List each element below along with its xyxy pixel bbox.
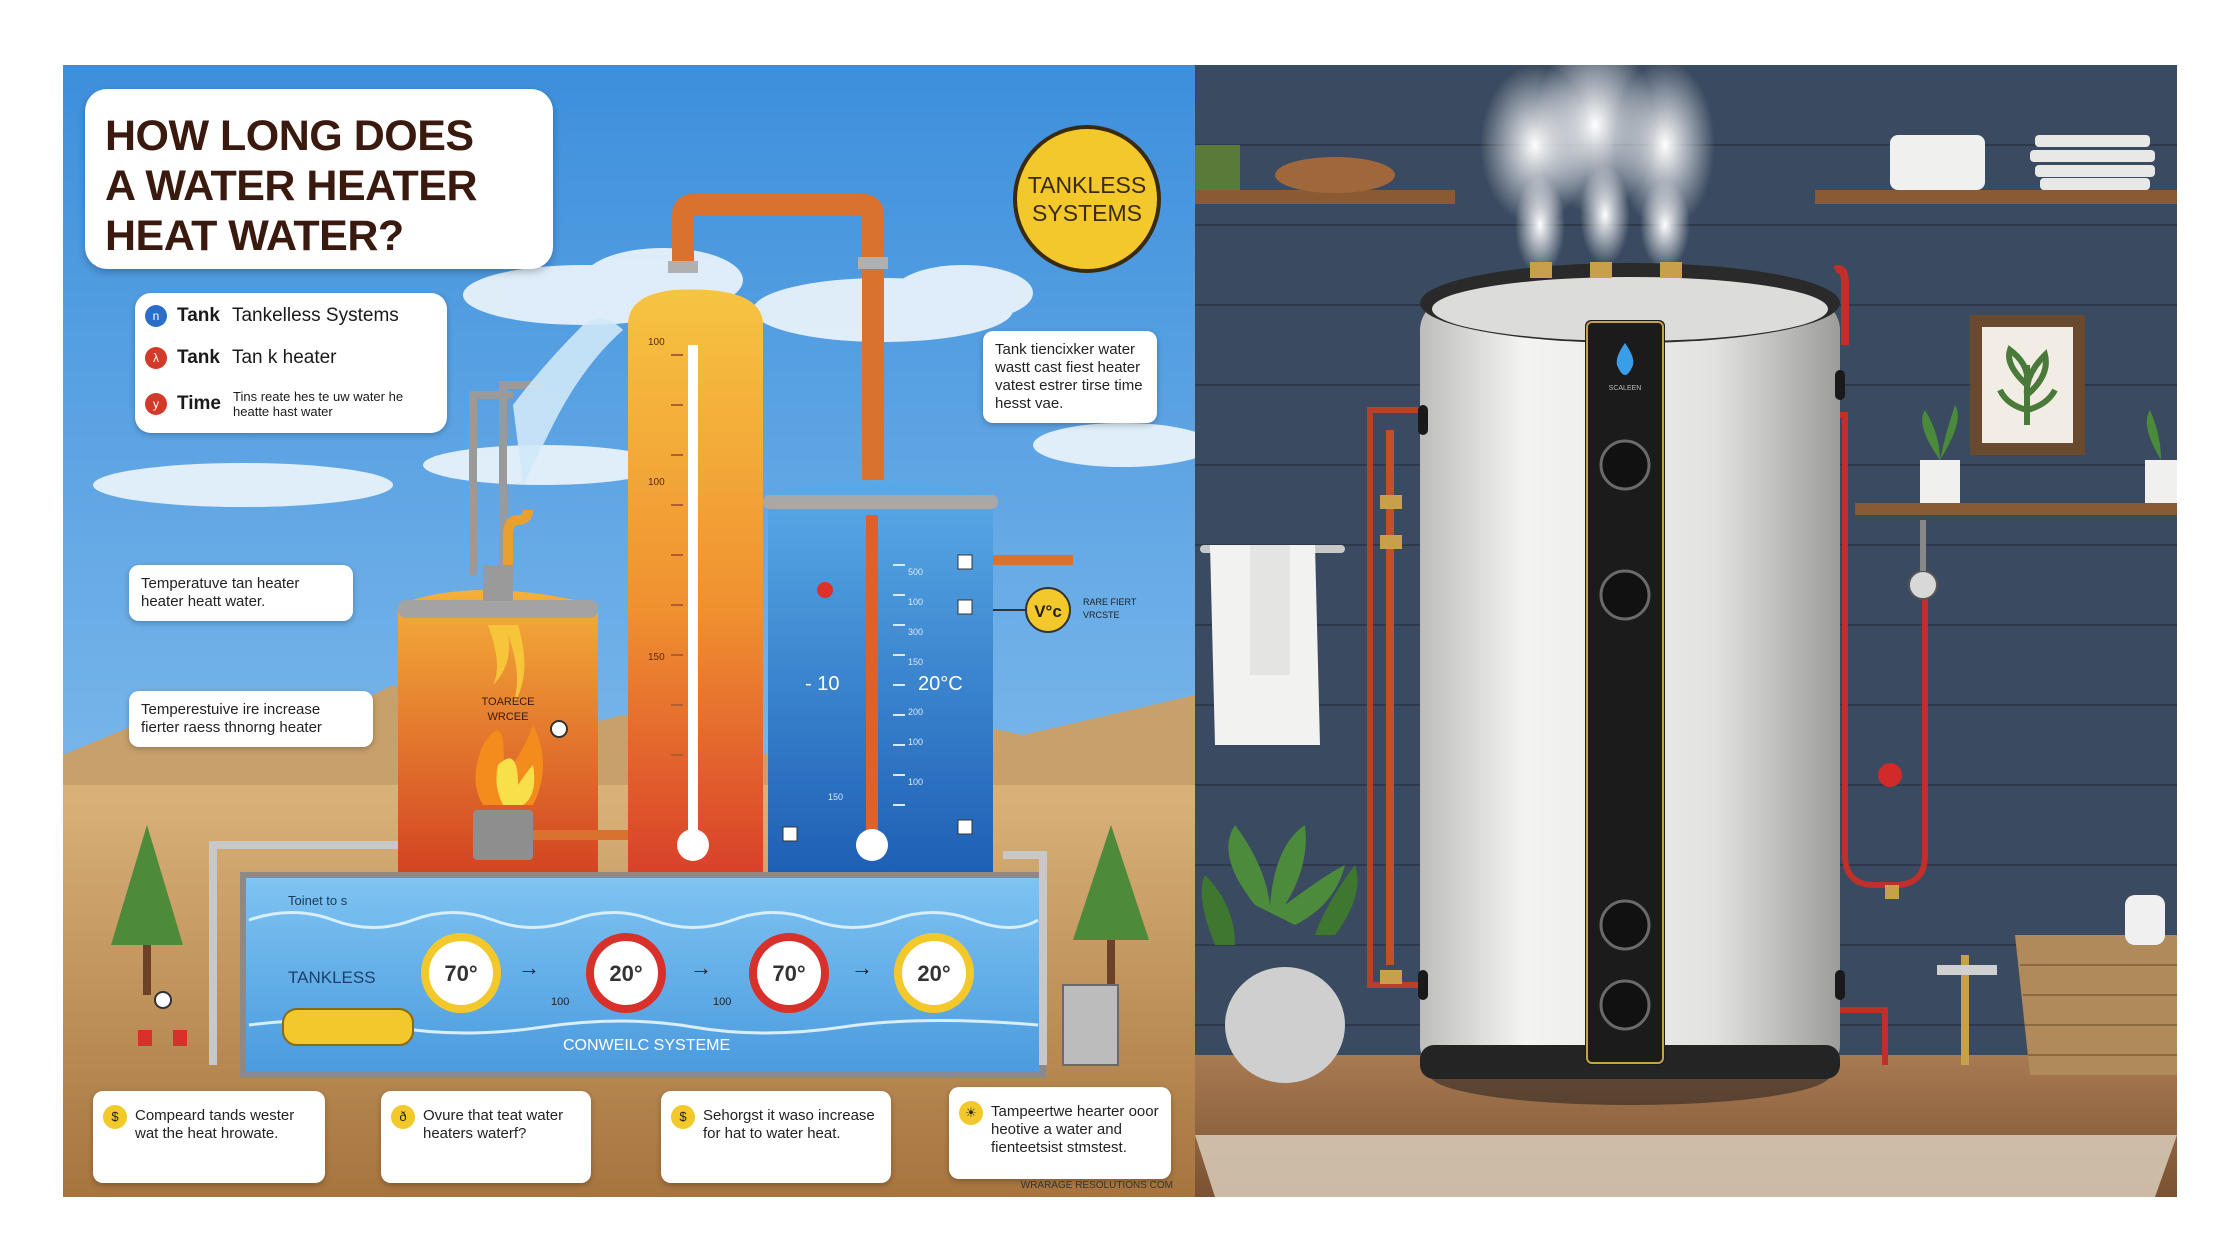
temp-dial-3: 70°	[749, 933, 829, 1013]
arrow-1: →	[518, 955, 540, 980]
control-knob-4[interactable]	[1599, 979, 1651, 1031]
question-icon: ð	[391, 1105, 415, 1129]
callout-left-1: Temperatuve tan heater heater heatt wate…	[129, 565, 353, 621]
legend-item-1: n Tank Tankelless Systems	[145, 301, 399, 331]
wooden-bowl	[1275, 157, 1395, 193]
svg-text:20°: 20°	[609, 961, 642, 986]
potted-plant-1	[1920, 460, 1960, 503]
large-plant-leaves	[1228, 825, 1345, 925]
column-tick-3: 150	[648, 652, 665, 663]
temp-dial-1: 70°	[421, 933, 501, 1013]
svg-text:70°: 70°	[772, 961, 805, 986]
copper-pipe-right	[1815, 412, 1928, 888]
callout-right: Tank tiencixker water wastt cast fiest h…	[983, 331, 1157, 423]
gauge-dial	[1025, 587, 1071, 633]
arrow-3: →	[851, 955, 873, 980]
shelf-left	[1195, 190, 1455, 204]
control-panel	[1585, 320, 1665, 1065]
blue-tick-4: 150	[908, 657, 923, 667]
info-card-3: $ Sehorgst it waso increase for hat to w…	[661, 1091, 891, 1183]
water-drop-icon	[1616, 343, 1634, 375]
shelf-right-top	[1815, 190, 2177, 204]
plates-stack	[2030, 135, 2155, 190]
plant-pot-top-left	[1195, 145, 1240, 190]
valve-handle	[1878, 763, 1902, 787]
potted-plant-2	[2145, 460, 2177, 503]
tankless-label: TANKLESS	[288, 968, 376, 987]
sun-icon: ☀	[959, 1101, 983, 1125]
time-icon: y	[145, 393, 167, 415]
pressure-gauge	[1908, 570, 1938, 600]
steam	[1480, 65, 1715, 275]
water-spray	[513, 318, 623, 485]
callout-left-2: Temperestuive ire increase fierter raess…	[129, 691, 373, 747]
blue-tick-8: 150	[828, 792, 843, 802]
canister	[1890, 135, 1985, 190]
footer-credit: WRARAGE RESOLUTIONS COM	[1020, 1180, 1173, 1191]
temp-dial-2: 20°	[586, 933, 666, 1013]
title-box: HOW LONG DOES A WATER HEATER HEAT WATER?	[85, 89, 553, 269]
shelf-right-bottom	[1855, 503, 2177, 515]
gauge-caption-2: VRCSTE	[1083, 610, 1120, 620]
blue-tick-5: 200	[908, 707, 923, 717]
water-heater: SCALEEN	[1418, 262, 1845, 1105]
tank-label-line-1: TOARECE	[482, 696, 535, 708]
info-card-2: ð Ovure that teat water heaters waterf?	[381, 1091, 591, 1183]
control-knob-2[interactable]	[1599, 569, 1651, 621]
gauge-caption-1: RARE FIERT	[1083, 597, 1137, 607]
heater-logo: SCALEEN	[1609, 385, 1642, 392]
systems-label: CONWEILC SYSTEME	[563, 1037, 730, 1054]
info-card-4: ☀ Tampeertwe hearter ooor heotive a wate…	[949, 1087, 1171, 1179]
control-knob-3[interactable]	[1599, 899, 1651, 951]
column-tick-2: 100	[648, 477, 665, 488]
wicker-basket	[2015, 935, 2177, 1075]
tree-left	[111, 825, 183, 995]
blue-tick-7: 100	[908, 777, 923, 787]
dollar-icon: $	[671, 1105, 695, 1129]
legend-item-3: y Time Tins reate hes te uw water he hea…	[145, 383, 413, 425]
blue-tick-3: 300	[908, 627, 923, 637]
blue-left-value: - 10	[805, 673, 839, 695]
photo-illustration: SCALEEN	[1195, 65, 2177, 1197]
tree-right	[1073, 825, 1149, 990]
warning-icon: λ	[145, 347, 167, 369]
faucet	[1937, 965, 1997, 975]
tank-label-line-2: WRCEE	[488, 711, 529, 723]
blue-right-value: 20°C	[918, 673, 963, 695]
blue-tick-2: 100	[908, 597, 923, 607]
plant-pot	[1225, 967, 1345, 1083]
water-heater-photo: SCALEEN	[1195, 65, 2177, 1197]
temp-tick-1: 100	[551, 996, 569, 1008]
info-icon: n	[145, 305, 167, 327]
floor-rug	[1195, 1135, 2177, 1197]
column-tick-1: 100	[648, 337, 665, 348]
arrow-2: →	[690, 955, 712, 980]
info-card-1: $ Compeard tands wester wat the heat hro…	[93, 1091, 325, 1183]
dollar-icon: $	[103, 1105, 127, 1129]
temp-tick-2: 100	[713, 996, 731, 1008]
blue-storage-tank: 500 100 300 150 200 100 100 150 - 10 20°…	[763, 480, 998, 875]
control-knob-1[interactable]	[1599, 439, 1651, 491]
water-basin: Toinet to s TANKLESS CONWEILC SYSTEME 70…	[240, 872, 1046, 1078]
infographic-panel: TOARECE WRCEE 100 100 150	[63, 65, 1195, 1197]
blue-tick-6: 100	[908, 737, 923, 747]
blue-tick-1: 500	[908, 567, 923, 577]
gauge-label: V°c	[1034, 602, 1062, 621]
small-heater-tank: TOARECE WRCEE	[398, 509, 598, 875]
tankless-systems-badge: TANKLESS SYSTEMS	[1013, 125, 1161, 273]
temperature-column: 100 100 150	[628, 289, 763, 875]
infographic-illustration: TOARECE WRCEE 100 100 150	[63, 65, 1195, 1197]
basin-label: Toinet to s	[288, 893, 348, 908]
svg-text:70°: 70°	[444, 961, 477, 986]
temp-dial-4: 20°	[894, 933, 974, 1013]
legend-item-2: λ Tank Tan k heater	[145, 343, 337, 373]
legend: n Tank Tankelless Systems λ Tank Tan k h…	[135, 293, 447, 433]
page-title: HOW LONG DOES A WATER HEATER HEAT WATER?	[105, 112, 478, 260]
top-pipe	[672, 194, 884, 485]
svg-text:20°: 20°	[917, 961, 950, 986]
